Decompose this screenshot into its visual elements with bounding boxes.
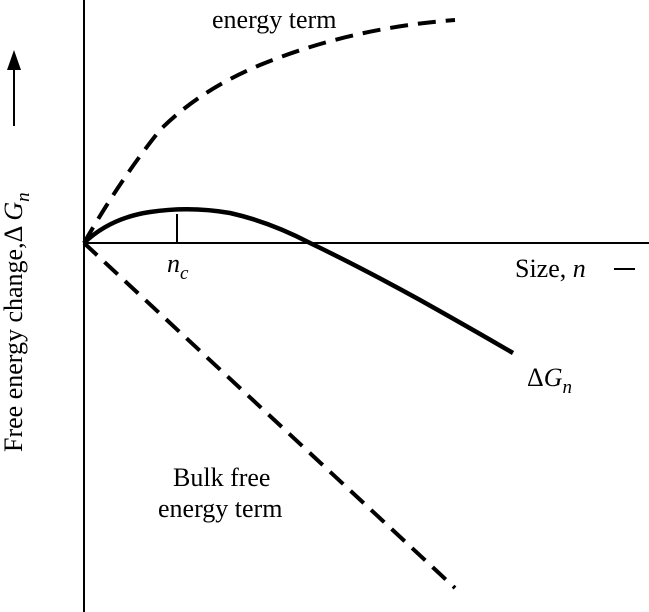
y-axis-arrow-icon — [7, 50, 21, 126]
bulk-energy-curve — [82, 241, 457, 590]
delta-symbol: Δ — [527, 363, 544, 392]
bulk-term-label-line2: energy term — [158, 494, 282, 523]
delta-g-var: G — [544, 363, 563, 392]
bulk-term-label-line1: Bulk free — [173, 463, 270, 492]
y-axis-label: Free energy change,Δ Gn — [0, 192, 34, 452]
x-axis-label: Size, n — [515, 254, 586, 283]
y-axis-sub: n — [13, 192, 34, 202]
delta-g-sub: n — [563, 377, 573, 398]
delta-g-curve — [82, 206, 515, 355]
surface-term-label: energy term — [212, 5, 336, 34]
y-axis-var: G — [0, 202, 28, 221]
y-axis-text: Free energy change,Δ — [0, 221, 28, 452]
nc-sub: c — [180, 263, 189, 284]
critical-size-label: nc — [167, 249, 189, 284]
size-var: n — [573, 254, 586, 283]
nc-var: n — [167, 249, 180, 278]
size-text: Size, — [515, 254, 573, 283]
surface-energy-curve — [82, 18, 456, 244]
delta-g-label: ΔGn — [527, 363, 572, 398]
